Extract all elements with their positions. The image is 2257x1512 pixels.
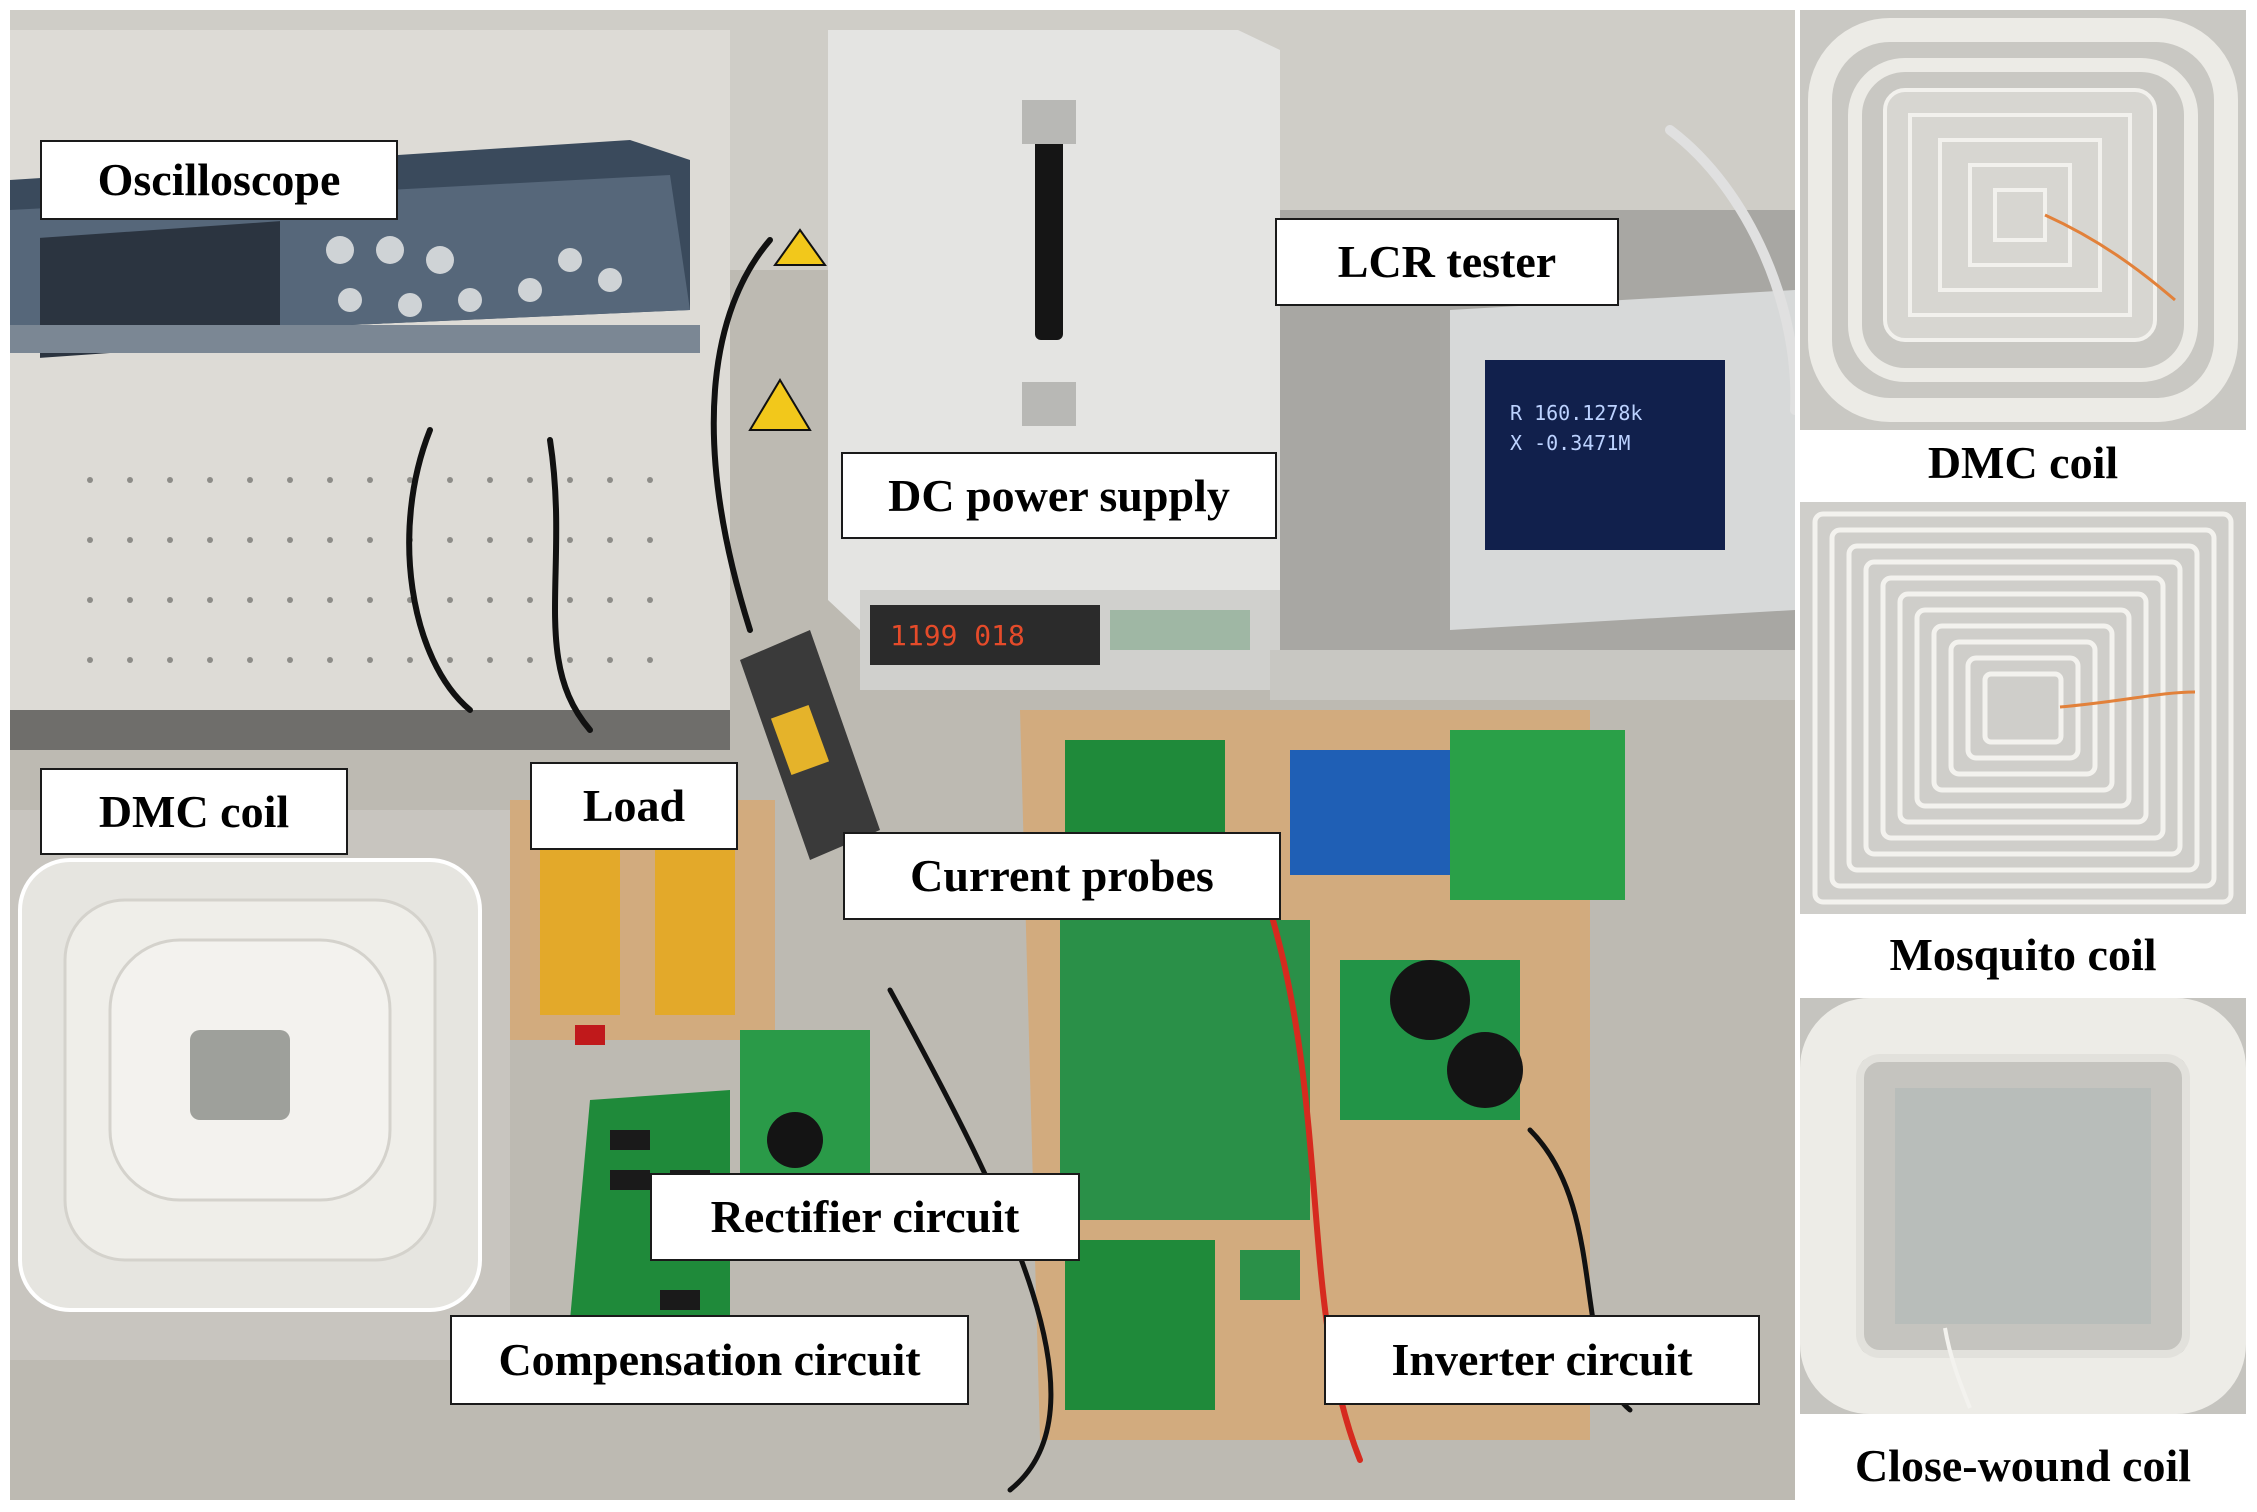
- caption-close-wound-coil: Close-wound coil: [1854, 1440, 2192, 1491]
- label-lcr-tester: LCR tester: [1275, 218, 1619, 306]
- dc-power-supply-body: 1199 018: [748, 30, 1280, 690]
- dmc-coil-main: [10, 810, 510, 1360]
- svg-text:R 160.1278k: R 160.1278k: [1510, 401, 1642, 425]
- label-dmc-coil: DMC coil: [40, 768, 348, 855]
- side-photo-mosquito-coil: [1800, 502, 2246, 914]
- caption-mosquito-coil: Mosquito coil: [1889, 929, 2157, 980]
- oscilloscope-stand: [10, 30, 730, 750]
- rectifier-board: [740, 1030, 870, 1200]
- label-inverter-circuit: Inverter circuit: [1324, 1315, 1760, 1405]
- label-oscilloscope: Oscilloscope: [40, 140, 398, 220]
- cables: [406, 125, 1795, 1493]
- label-dc-power-supply: DC power supply: [841, 452, 1277, 539]
- side-photo-close-wound-coil: [1800, 998, 2246, 1414]
- side-photo-dmc-coil: [1800, 10, 2246, 430]
- label-rectifier-circuit: Rectifier circuit: [650, 1173, 1080, 1261]
- current-probe: [740, 630, 880, 860]
- label-current-probes: Current probes: [843, 832, 1281, 920]
- svg-text:X -0.3471M: X -0.3471M: [1510, 431, 1630, 455]
- label-compensation-circuit: Compensation circuit: [450, 1315, 969, 1405]
- svg-text:1199 018: 1199 018: [890, 619, 1025, 652]
- label-load: Load: [530, 762, 738, 850]
- caption-dmc-coil: DMC coil: [1927, 437, 2119, 488]
